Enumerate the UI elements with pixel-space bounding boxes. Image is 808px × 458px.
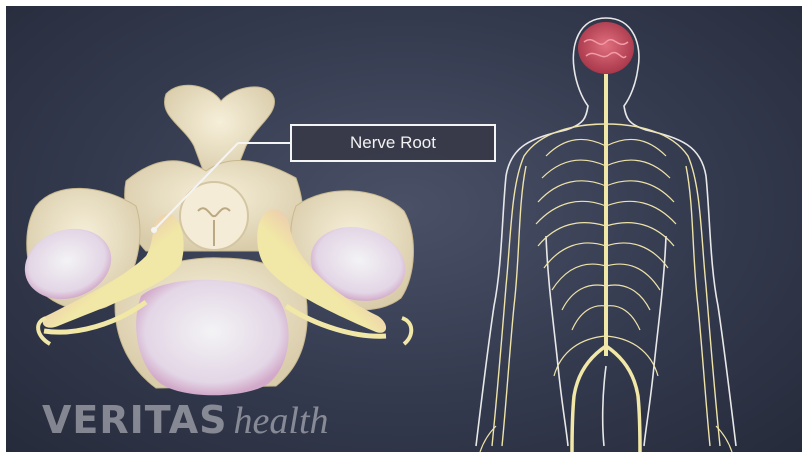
callout-label: Nerve Root [350,133,436,153]
logo-sub: health [234,399,329,443]
logo-brand: VERITAS [42,398,228,442]
human-figure [476,18,736,452]
nerve-root-callout: Nerve Root [290,124,496,162]
veritas-health-logo: VERITAS health [42,398,329,443]
intervertebral-disc [136,280,288,396]
brain [578,22,634,74]
image-frame: Nerve Root VERITAS health [6,6,802,452]
sciatic-nerves [572,346,640,452]
anatomy-illustration [6,6,802,452]
